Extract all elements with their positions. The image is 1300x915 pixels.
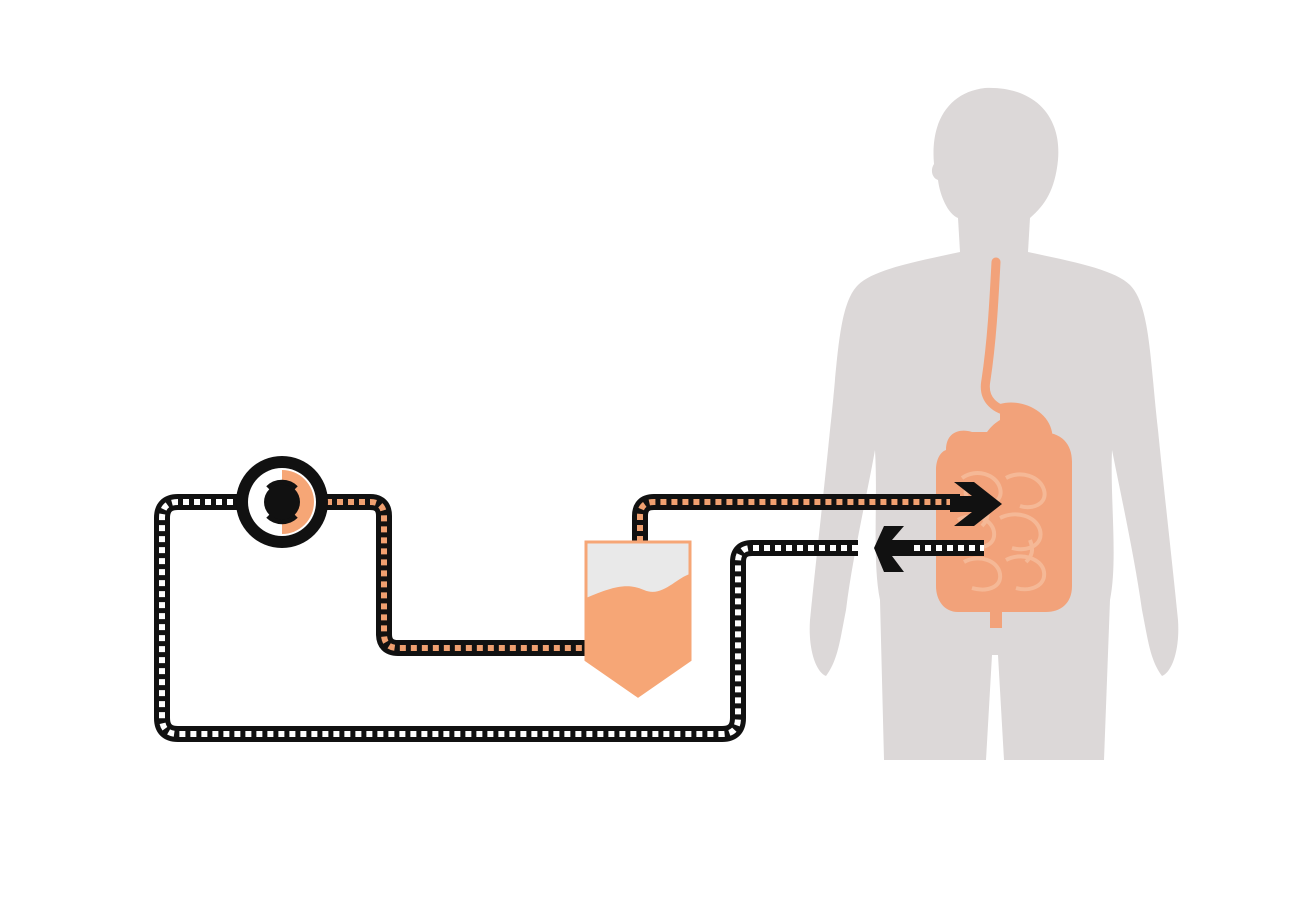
body-silhouette	[809, 87, 1179, 761]
colon	[936, 430, 1072, 628]
fluid-container-icon	[584, 540, 692, 698]
rotary-pump-icon	[236, 456, 328, 548]
human-silhouette-icon	[809, 87, 1179, 761]
pump-line	[326, 494, 588, 656]
inflow-arrow-icon	[950, 482, 1002, 526]
supply-line	[632, 494, 960, 542]
intestines-icon	[936, 257, 1072, 628]
return-line	[154, 494, 858, 742]
outflow-arrow-icon	[874, 526, 984, 572]
esophagus	[980, 257, 1017, 417]
container-fluid	[586, 574, 690, 696]
small-intestine	[957, 471, 1047, 592]
